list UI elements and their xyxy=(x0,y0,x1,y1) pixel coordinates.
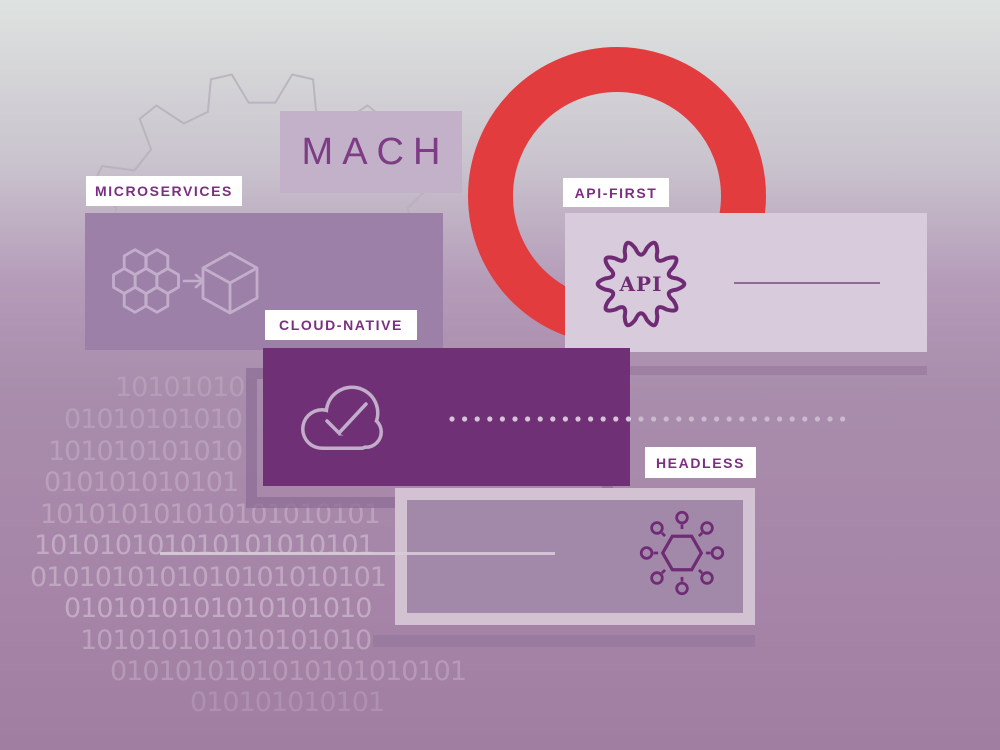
api-placeholder-line xyxy=(734,282,880,284)
cube-icon xyxy=(201,251,259,315)
binary-row: 01010101010 xyxy=(64,404,243,435)
cloud-native-card xyxy=(263,348,630,486)
binary-row: 010101010101 xyxy=(190,687,385,718)
api-echo-bar xyxy=(585,366,927,375)
binary-row: 10101010 xyxy=(115,372,245,403)
api-badge-text: API xyxy=(619,272,663,296)
binary-row: 101010101010 xyxy=(48,436,243,467)
label-cloud-native: CLOUD-NATIVE xyxy=(265,310,417,340)
hub-network-icon xyxy=(639,510,725,596)
label-headless: HEADLESS xyxy=(645,447,756,478)
mach-card: MACH xyxy=(280,111,462,193)
cloud-check-icon xyxy=(301,385,383,450)
binary-row: 010101010101 xyxy=(44,467,239,498)
api-badge-icon: API xyxy=(595,240,687,328)
headless-echo-bar xyxy=(373,635,755,647)
label-microservices: MICROSERVICES xyxy=(86,176,242,206)
honeycomb-to-cube-icon xyxy=(112,248,259,315)
binary-row: 0101010101010101010101 xyxy=(30,562,387,593)
binary-row: 0101010101010101010101 xyxy=(110,656,467,687)
label-api-first: API-FIRST xyxy=(563,178,669,207)
checkmark-icon xyxy=(325,402,368,435)
api-first-card: API xyxy=(565,213,927,352)
binary-row: 101010101010101010 xyxy=(80,625,372,656)
mach-title: MACH xyxy=(301,130,450,173)
hexagon-core xyxy=(660,534,704,572)
headless-card xyxy=(395,488,755,625)
binary-row: 0101010101010101010 xyxy=(64,593,372,624)
dotted-line xyxy=(449,416,846,422)
binary-row: 101010101010101010101 xyxy=(34,530,375,561)
